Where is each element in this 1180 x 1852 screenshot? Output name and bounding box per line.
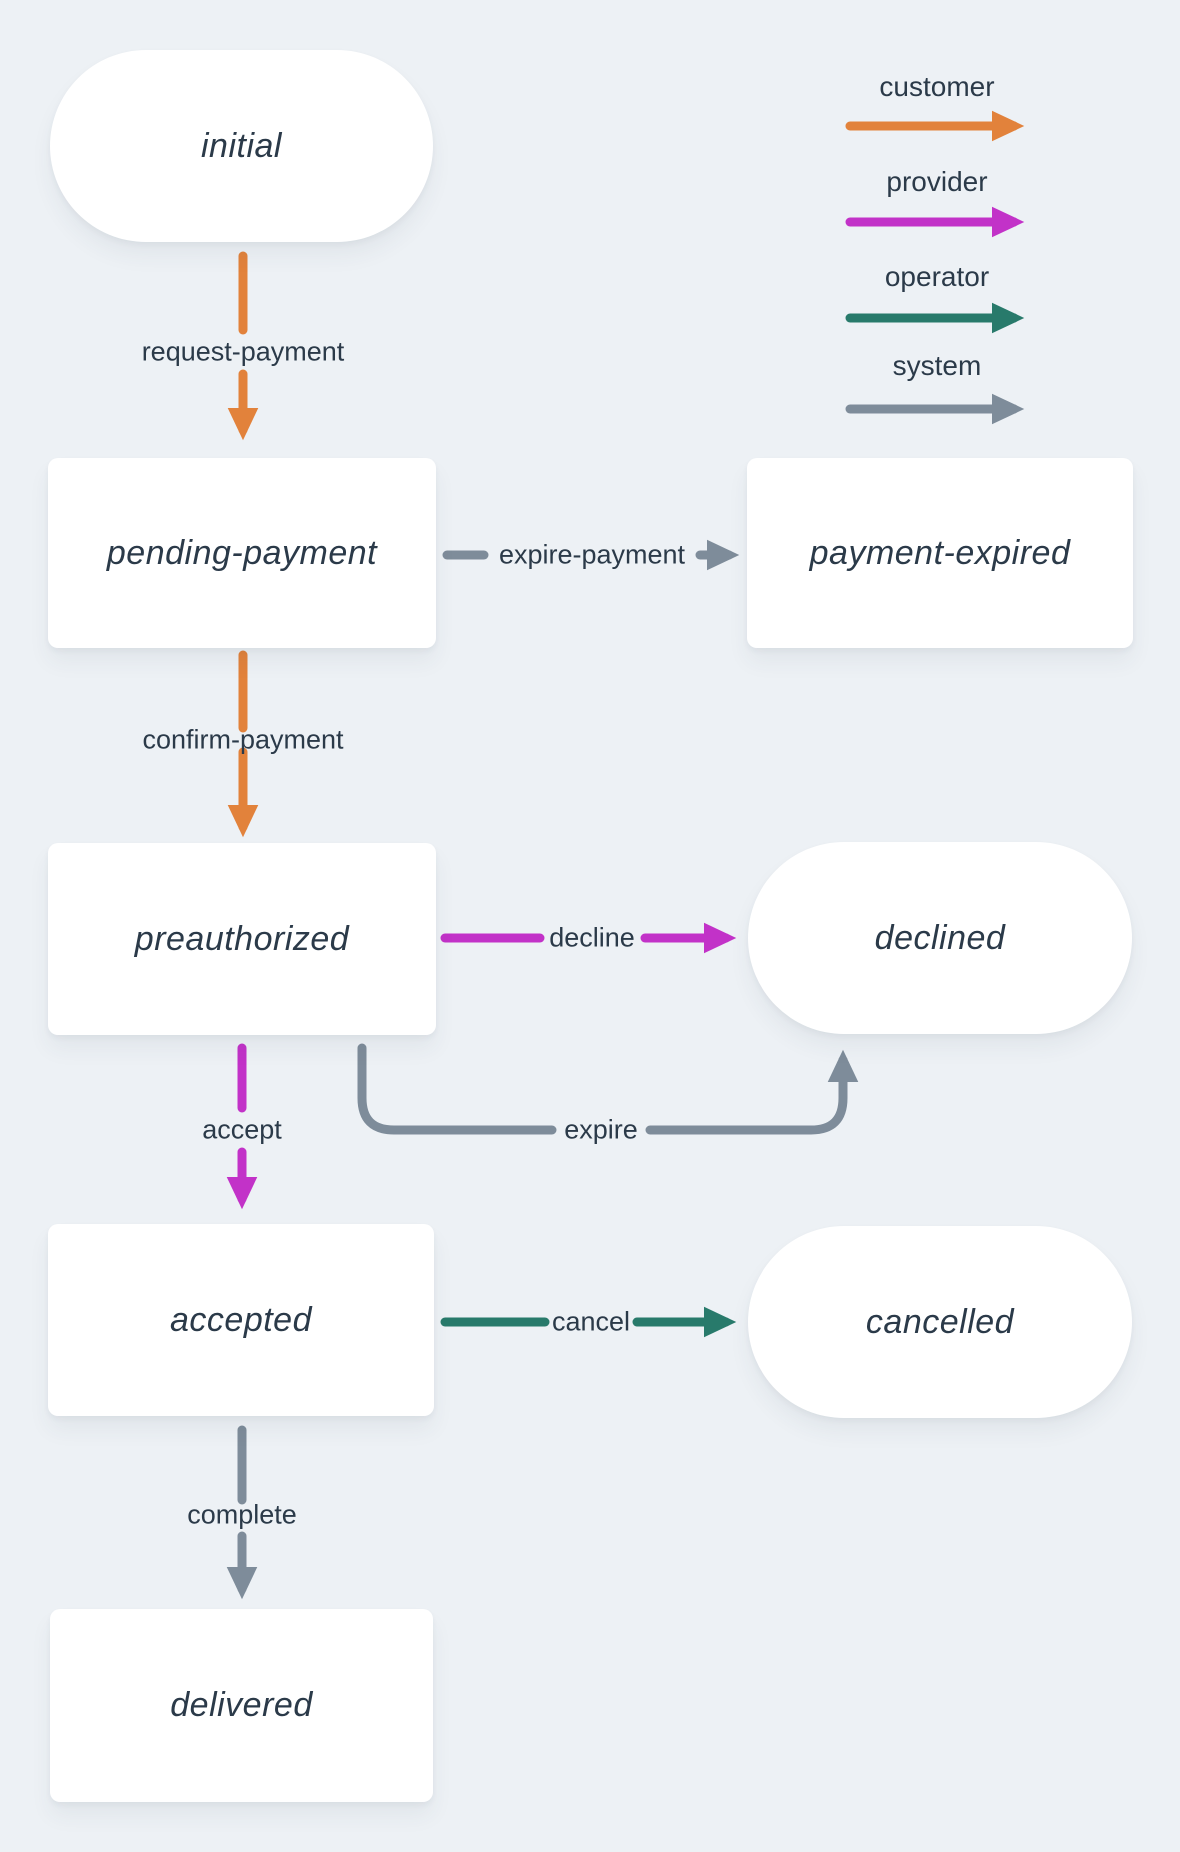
node-pending-payment: pending-payment — [48, 458, 436, 648]
edge-label-request-payment: request-payment — [141, 336, 345, 367]
node-initial-label: initial — [201, 126, 282, 165]
node-cancelled-label: cancelled — [865, 1302, 1015, 1341]
edge-label-expire-payment: expire-payment — [498, 539, 686, 570]
node-preauthorized-label: preauthorized — [134, 919, 350, 958]
legend-label-system: system — [892, 350, 982, 381]
node-delivered-label: delivered — [170, 1686, 313, 1724]
edge-expire-arrow-icon — [645, 1049, 859, 1135]
node-accepted: accepted — [48, 1224, 434, 1416]
node-payment-expired: payment-expired — [747, 458, 1133, 648]
edge-label-expire: expire — [564, 1114, 638, 1145]
node-accepted-label: accepted — [170, 1300, 312, 1339]
node-payment-expired-label: payment-expired — [809, 533, 1071, 572]
node-declined: declined — [748, 842, 1132, 1034]
node-delivered: delivered — [50, 1609, 433, 1802]
edge-expire-line — [357, 1043, 557, 1135]
node-declined-label: declined — [874, 918, 1006, 957]
edge-label-cancel: cancel — [551, 1306, 631, 1337]
edge-label-decline: decline — [549, 922, 635, 953]
edge-label-accept: accept — [202, 1114, 282, 1145]
legend-label-provider: provider — [886, 166, 988, 197]
node-pending-payment-label: pending-payment — [106, 533, 378, 572]
legend-label-customer: customer — [879, 71, 995, 102]
edge-label-complete: complete — [187, 1499, 297, 1530]
node-initial: initial — [50, 50, 433, 242]
legend-label-operator: operator — [884, 261, 990, 292]
node-preauthorized: preauthorized — [48, 843, 436, 1035]
edge-label-confirm-payment: confirm-payment — [142, 724, 344, 755]
node-cancelled: cancelled — [748, 1226, 1132, 1418]
